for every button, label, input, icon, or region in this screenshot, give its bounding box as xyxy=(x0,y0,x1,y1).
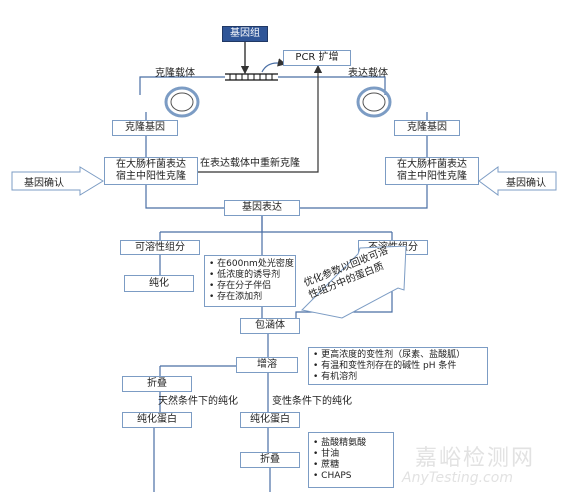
fold-note-2: 甘油 xyxy=(313,449,339,460)
soluble-note-4: 存在添加剂 xyxy=(209,292,262,303)
pure-protein-left: 纯化蛋白 xyxy=(122,412,192,428)
gene-confirm-left-label: 基因确认 xyxy=(24,177,64,189)
fold-additives-list: 盐酸精氨酸 甘油 蔗糖 CHAPS xyxy=(308,432,394,488)
purify-soluble-box: 纯化 xyxy=(124,275,194,292)
solubilize-conditions-list: 更高浓度的变性剂（尿素、盐酸胍） 有温和变性剂存在的碱性 pH 条件 有机溶剂 xyxy=(308,347,488,385)
gene-expression-box: 基因表达 xyxy=(224,200,300,216)
clone-gene-left: 克隆基因 xyxy=(112,120,178,136)
gene-confirm-left: 基因确认 xyxy=(8,166,104,196)
ecoli-right-line2: 宿主中阳性克隆 xyxy=(397,171,467,182)
denature-purify-label: 变性条件下的纯化 xyxy=(272,396,352,407)
fold-left-box: 折叠 xyxy=(122,376,192,392)
cloning-vector-label: 克隆载体 xyxy=(155,68,195,79)
soluble-note-1: 在600nm处光密度 xyxy=(209,259,294,270)
soluble-fraction-box: 可溶性组分 xyxy=(120,240,200,255)
watermark-url: AnyTesting.com xyxy=(402,470,513,486)
fold-mid-box: 折叠 xyxy=(240,452,300,468)
gene-confirm-right: 基因确认 xyxy=(478,166,558,196)
ecoli-left-line2: 宿主中阳性克隆 xyxy=(116,171,186,182)
solubilize-note-2: 有温和变性剂存在的碱性 pH 条件 xyxy=(313,361,456,372)
native-purify-label: 天然条件下的纯化 xyxy=(158,396,238,407)
fold-note-3: 蔗糖 xyxy=(313,460,339,471)
clone-gene-right: 克隆基因 xyxy=(394,120,460,136)
expression-plasmid-icon xyxy=(356,86,392,118)
ecoli-positive-left: 在大肠杆菌表达 宿主中阳性克隆 xyxy=(104,157,198,185)
gene-confirm-right-label: 基因确认 xyxy=(506,177,546,189)
solubilize-box: 增溶 xyxy=(236,357,298,373)
ecoli-right-line1: 在大肠杆菌表达 xyxy=(397,159,467,170)
cloning-plasmid-icon xyxy=(164,86,200,118)
expression-vector-label: 表达载体 xyxy=(348,68,388,79)
reclone-label: 在表达载体中重新克隆 xyxy=(200,158,300,169)
ecoli-positive-right: 在大肠杆菌表达 宿主中阳性克隆 xyxy=(385,157,479,185)
soluble-conditions-list: 在600nm处光密度 低浓度的诱导剂 存在分子伴侣 存在添加剂 xyxy=(204,255,296,307)
inclusion-body-box: 包涵体 xyxy=(240,318,300,334)
optimize-arrow-shape xyxy=(300,246,407,319)
watermark-text: 嘉峪检测网 xyxy=(415,446,536,471)
genome-box: 基因组 xyxy=(222,26,268,42)
fold-note-1: 盐酸精氨酸 xyxy=(313,438,366,449)
soluble-note-2: 低浓度的诱导剂 xyxy=(209,270,280,281)
pure-protein-mid: 纯化蛋白 xyxy=(240,412,300,428)
solubilize-note-1: 更高浓度的变性剂（尿素、盐酸胍） xyxy=(313,350,465,361)
soluble-note-3: 存在分子伴侣 xyxy=(209,281,271,292)
solubilize-note-3: 有机溶剂 xyxy=(313,372,357,383)
pcr-box: PCR 扩增 xyxy=(283,50,351,66)
fold-note-4: CHAPS xyxy=(313,471,351,482)
ecoli-left-line1: 在大肠杆菌表达 xyxy=(116,159,186,170)
